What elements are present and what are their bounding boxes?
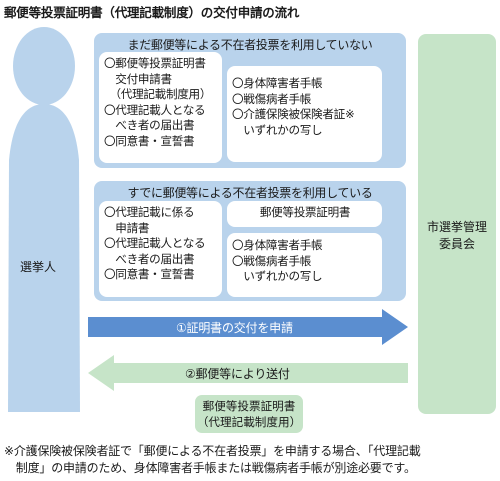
section-not-yet-using: まだ郵便等による不在者投票を利用していない 〇郵便等投票証明書 交付申請書 （代…	[94, 33, 406, 168]
certificate-label: 郵便等投票証明書	[259, 205, 351, 219]
section-not-yet-heading: まだ郵便等による不在者投票を利用していない	[127, 38, 373, 52]
section-already-using: すでに郵便等による不在者投票を利用している 〇代理記載に係る 申請書 〇代理記載…	[94, 181, 406, 301]
send-arrow-label: ②郵便等により送付	[185, 367, 290, 381]
apply-arrow-label: ①証明書の交付を申請	[176, 321, 293, 335]
footnote-line: 制度」の申請のため、身体障害者手帳または戦傷病者手帳が別途必要です。	[4, 461, 416, 475]
doc-line: 〇戦傷病者手帳	[232, 91, 312, 106]
form-line: べき者の届出書	[104, 251, 195, 266]
form-line: 〇代理記載人となる	[104, 236, 206, 251]
form-line: 〇同意書・宣誓書	[104, 133, 195, 148]
form-line: 〇代理記載に係る	[104, 205, 195, 219]
section-already-heading: すでに郵便等による不在者投票を利用している	[127, 186, 373, 200]
certificate-box: 郵便等投票証明書 （代理記載制度用）	[195, 395, 303, 433]
form-line: 申請書	[104, 220, 150, 235]
doc-line: 〇身体障害者手帳	[232, 76, 323, 90]
diagram-title: 郵便等投票証明書（代理記載制度）の交付申請の流れ	[4, 5, 300, 20]
required-forms-card: 〇郵便等投票証明書 交付申請書 （代理記載制度用） 〇代理記載人となる べき者の…	[99, 52, 222, 163]
form-line: 〇郵便等投票証明書	[104, 56, 206, 70]
committee-line: 委員会	[438, 237, 475, 251]
certificate-line: （代理記載制度用）	[196, 415, 302, 429]
doc-line: 〇戦傷病者手帳	[232, 253, 312, 268]
doc-line: いずれかの写し	[232, 269, 323, 284]
voter-body-shape	[8, 104, 80, 412]
form-line: （代理記載制度用）	[104, 87, 212, 102]
footnote-line: ※介護保険被保険者証で「郵便による不在者投票」を申請する場合、「代理記載	[4, 444, 421, 458]
certificate-line: 郵便等投票証明書	[202, 399, 296, 413]
form-line: 〇代理記載人となる	[104, 102, 206, 117]
send-arrow-shape	[88, 355, 408, 391]
id-documents-card: 〇身体障害者手帳 〇戦傷病者手帳 〇介護保険被保険者証※ いずれかの写し	[227, 66, 382, 162]
existing-certificate-card: 郵便等投票証明書	[227, 201, 382, 227]
form-line: 〇同意書・宣誓書	[104, 267, 195, 282]
voter-silhouette	[8, 27, 80, 412]
voter-label: 選挙人	[20, 260, 57, 274]
required-forms-card: 〇代理記載に係る 申請書 〇代理記載人となる べき者の届出書 〇同意書・宣誓書	[99, 201, 222, 297]
doc-line: 〇介護保険被保険者証※	[232, 107, 355, 122]
apply-arrow-shape	[88, 309, 408, 345]
footnote: ※介護保険被保険者証で「郵便による不在者投票」を申請する場合、「代理記載 制度」…	[4, 443, 498, 477]
apply-arrow	[88, 309, 408, 345]
form-line: べき者の届出書	[104, 118, 195, 133]
send-arrow	[88, 355, 408, 391]
committee-label: 市選挙管理 委員会	[418, 219, 496, 253]
election-committee-box: 市選挙管理 委員会	[418, 34, 496, 414]
doc-line: 〇身体障害者手帳	[232, 238, 323, 252]
voter-head-shape	[13, 27, 75, 105]
form-line: 交付申請書	[104, 71, 172, 86]
doc-line: いずれかの写し	[232, 122, 323, 137]
id-documents-card: 〇身体障害者手帳 〇戦傷病者手帳 いずれかの写し	[227, 233, 382, 297]
committee-line: 市選挙管理	[426, 220, 487, 234]
